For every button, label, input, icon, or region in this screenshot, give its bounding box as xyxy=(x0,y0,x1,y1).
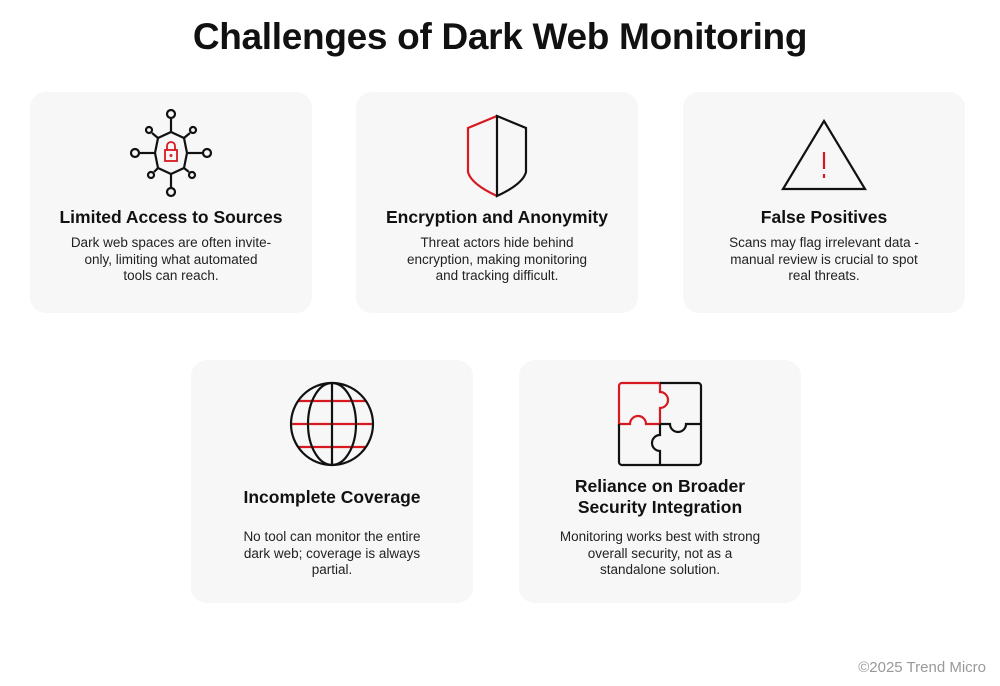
card-limited-access: Limited Access to Sources Dark web space… xyxy=(30,92,312,313)
card-body: Dark web spaces are often invite-only, l… xyxy=(70,235,272,283)
card-title: Incomplete Coverage xyxy=(243,487,421,507)
globe-icon xyxy=(191,381,473,467)
card-title: Reliance on Broader Security Integration xyxy=(574,476,746,517)
card-body: Monitoring works best with strong overal… xyxy=(559,529,761,577)
copyright: ©2025 Trend Micro xyxy=(858,659,986,676)
puzzle-icon xyxy=(519,381,801,467)
card-title: Encryption and Anonymity xyxy=(385,207,608,227)
card-encryption: Encryption and Anonymity Threat actors h… xyxy=(356,92,638,313)
network-lock-icon xyxy=(30,108,312,198)
shield-icon xyxy=(356,114,638,198)
card-title: False Positives xyxy=(760,207,888,227)
card-false-positives: False Positives Scans may flag irrelevan… xyxy=(683,92,965,313)
card-incomplete-coverage: Incomplete Coverage No tool can monitor … xyxy=(191,360,473,603)
card-body: Scans may flag irrelevant data - manual … xyxy=(729,235,919,283)
card-title: Limited Access to Sources xyxy=(59,207,283,227)
warning-triangle-icon xyxy=(683,118,965,191)
card-security-integration: Reliance on Broader Security Integration… xyxy=(519,360,801,603)
card-body: Threat actors hide behind encryption, ma… xyxy=(406,235,588,283)
page-title: Challenges of Dark Web Monitoring xyxy=(192,16,808,57)
card-body: No tool can monitor the entire dark web;… xyxy=(243,529,421,577)
